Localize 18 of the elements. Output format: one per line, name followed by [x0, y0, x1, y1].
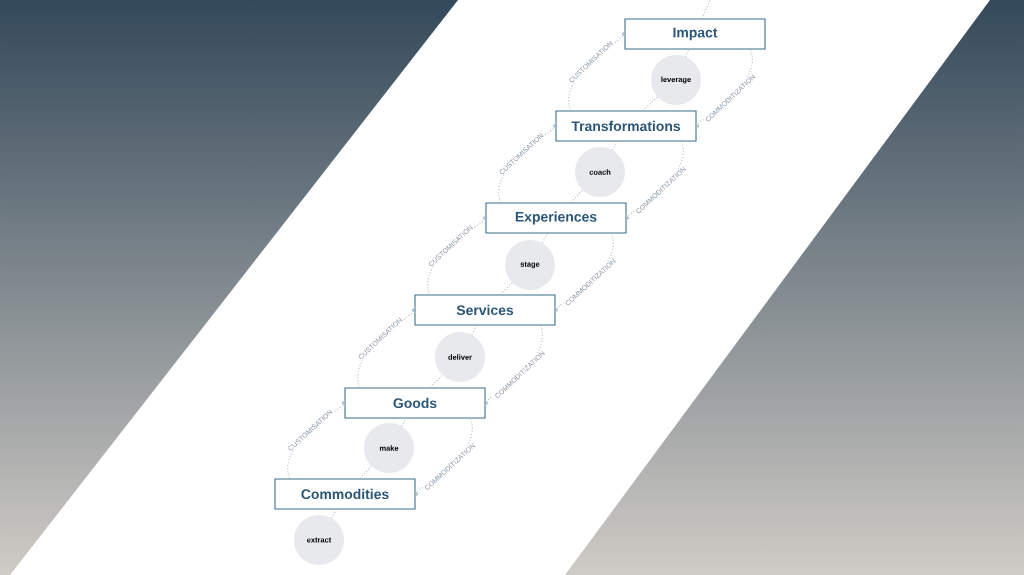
- dotted-line: [471, 325, 478, 336]
- stage-box: Commodities: [274, 478, 416, 510]
- stage-box: Services: [414, 294, 556, 326]
- dotted-line: [570, 189, 584, 203]
- dotted-line: [330, 509, 337, 519]
- dotted-line: [541, 233, 548, 244]
- dotted-line: [500, 282, 513, 295]
- stage-box: Goods: [344, 387, 486, 419]
- dotted-line: [611, 141, 618, 151]
- stage-box: Experiences: [485, 202, 627, 234]
- dotted-line: [429, 374, 443, 388]
- dotted-line: [642, 96, 658, 111]
- dotted-line: [401, 418, 407, 427]
- stage-box: Transformations: [555, 110, 697, 142]
- dotted-line: [685, 49, 690, 58]
- dotted-line: [701, 0, 713, 19]
- stage-box: Impact: [624, 18, 766, 50]
- dotted-line: [359, 465, 373, 479]
